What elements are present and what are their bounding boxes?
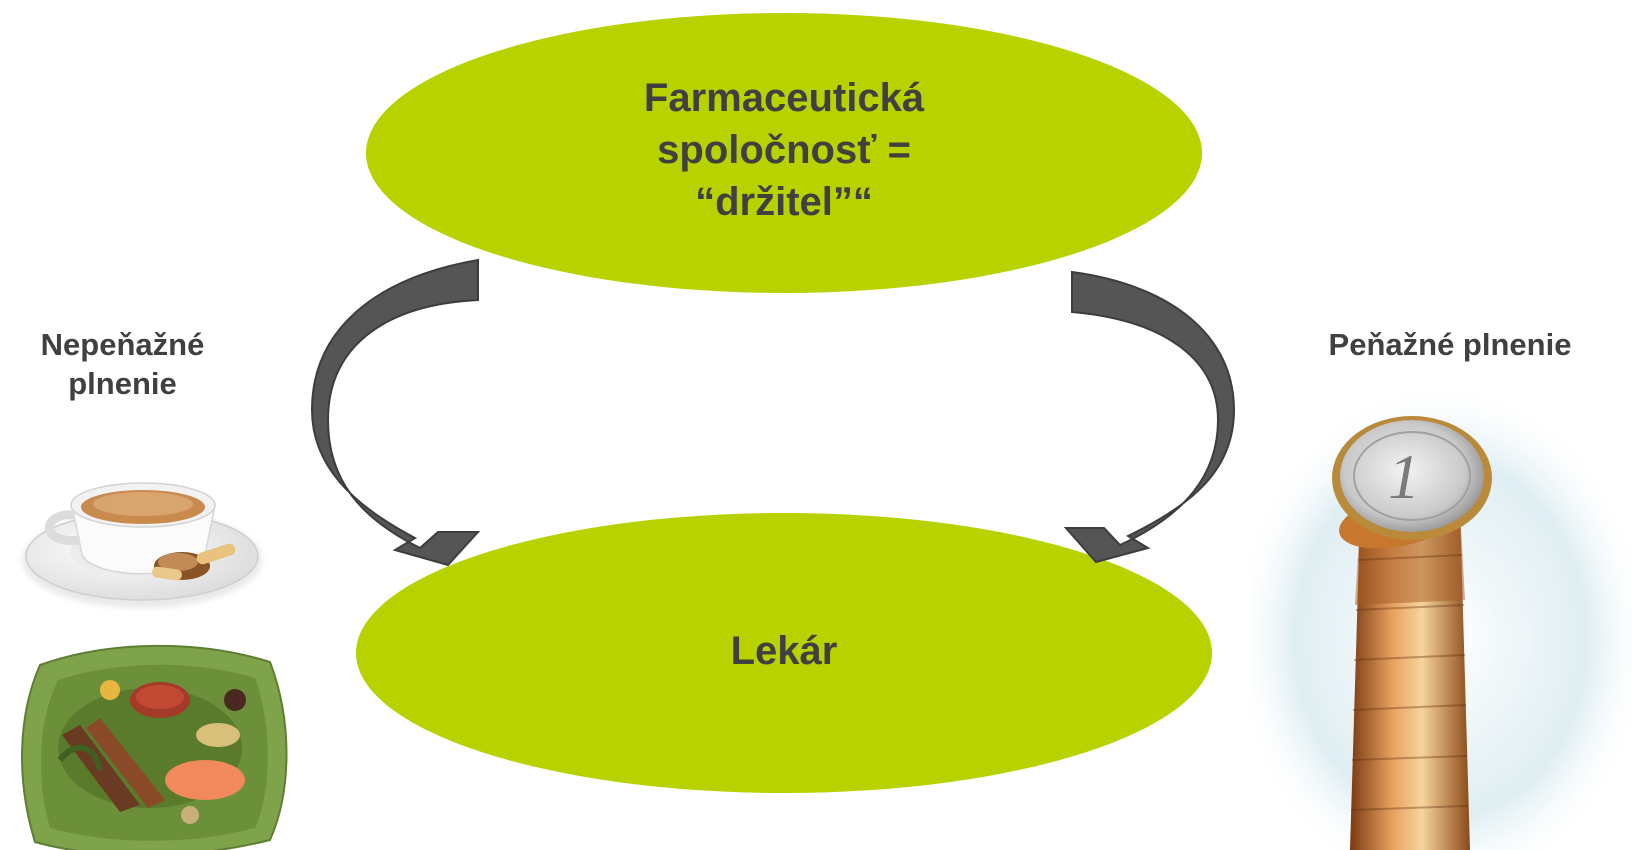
left-label-line-2: plnenie [68, 366, 177, 401]
right-side-label: Peňažné plnenie [1268, 325, 1632, 364]
left-arrow [310, 258, 481, 567]
top-node-ellipse [366, 13, 1202, 293]
left-side-label: Nepeňažné plnenie [0, 325, 245, 403]
left-label-line-1: Nepeňažné [40, 327, 205, 362]
top-node-line-2: spoločnosť = [657, 128, 911, 172]
right-arrow [1063, 270, 1236, 564]
bottom-node-text: Lekár [730, 629, 838, 673]
coffee-cup-image [22, 482, 262, 608]
top-node-label: Farmaceutická spoločnosť = “držitel”“ [564, 72, 1004, 228]
svg-text:1: 1 [1388, 441, 1420, 512]
top-node-line-3: “držitel”“ [695, 180, 873, 224]
top-node-line-1: Farmaceutická [643, 76, 925, 120]
food-platter-image [21, 644, 288, 850]
right-label-text: Peňažné plnenie [1328, 327, 1572, 362]
euro-coin-stack-image: 1 [1250, 380, 1632, 850]
bottom-node-ellipse [356, 513, 1212, 793]
bottom-node-label: Lekár [584, 625, 984, 677]
